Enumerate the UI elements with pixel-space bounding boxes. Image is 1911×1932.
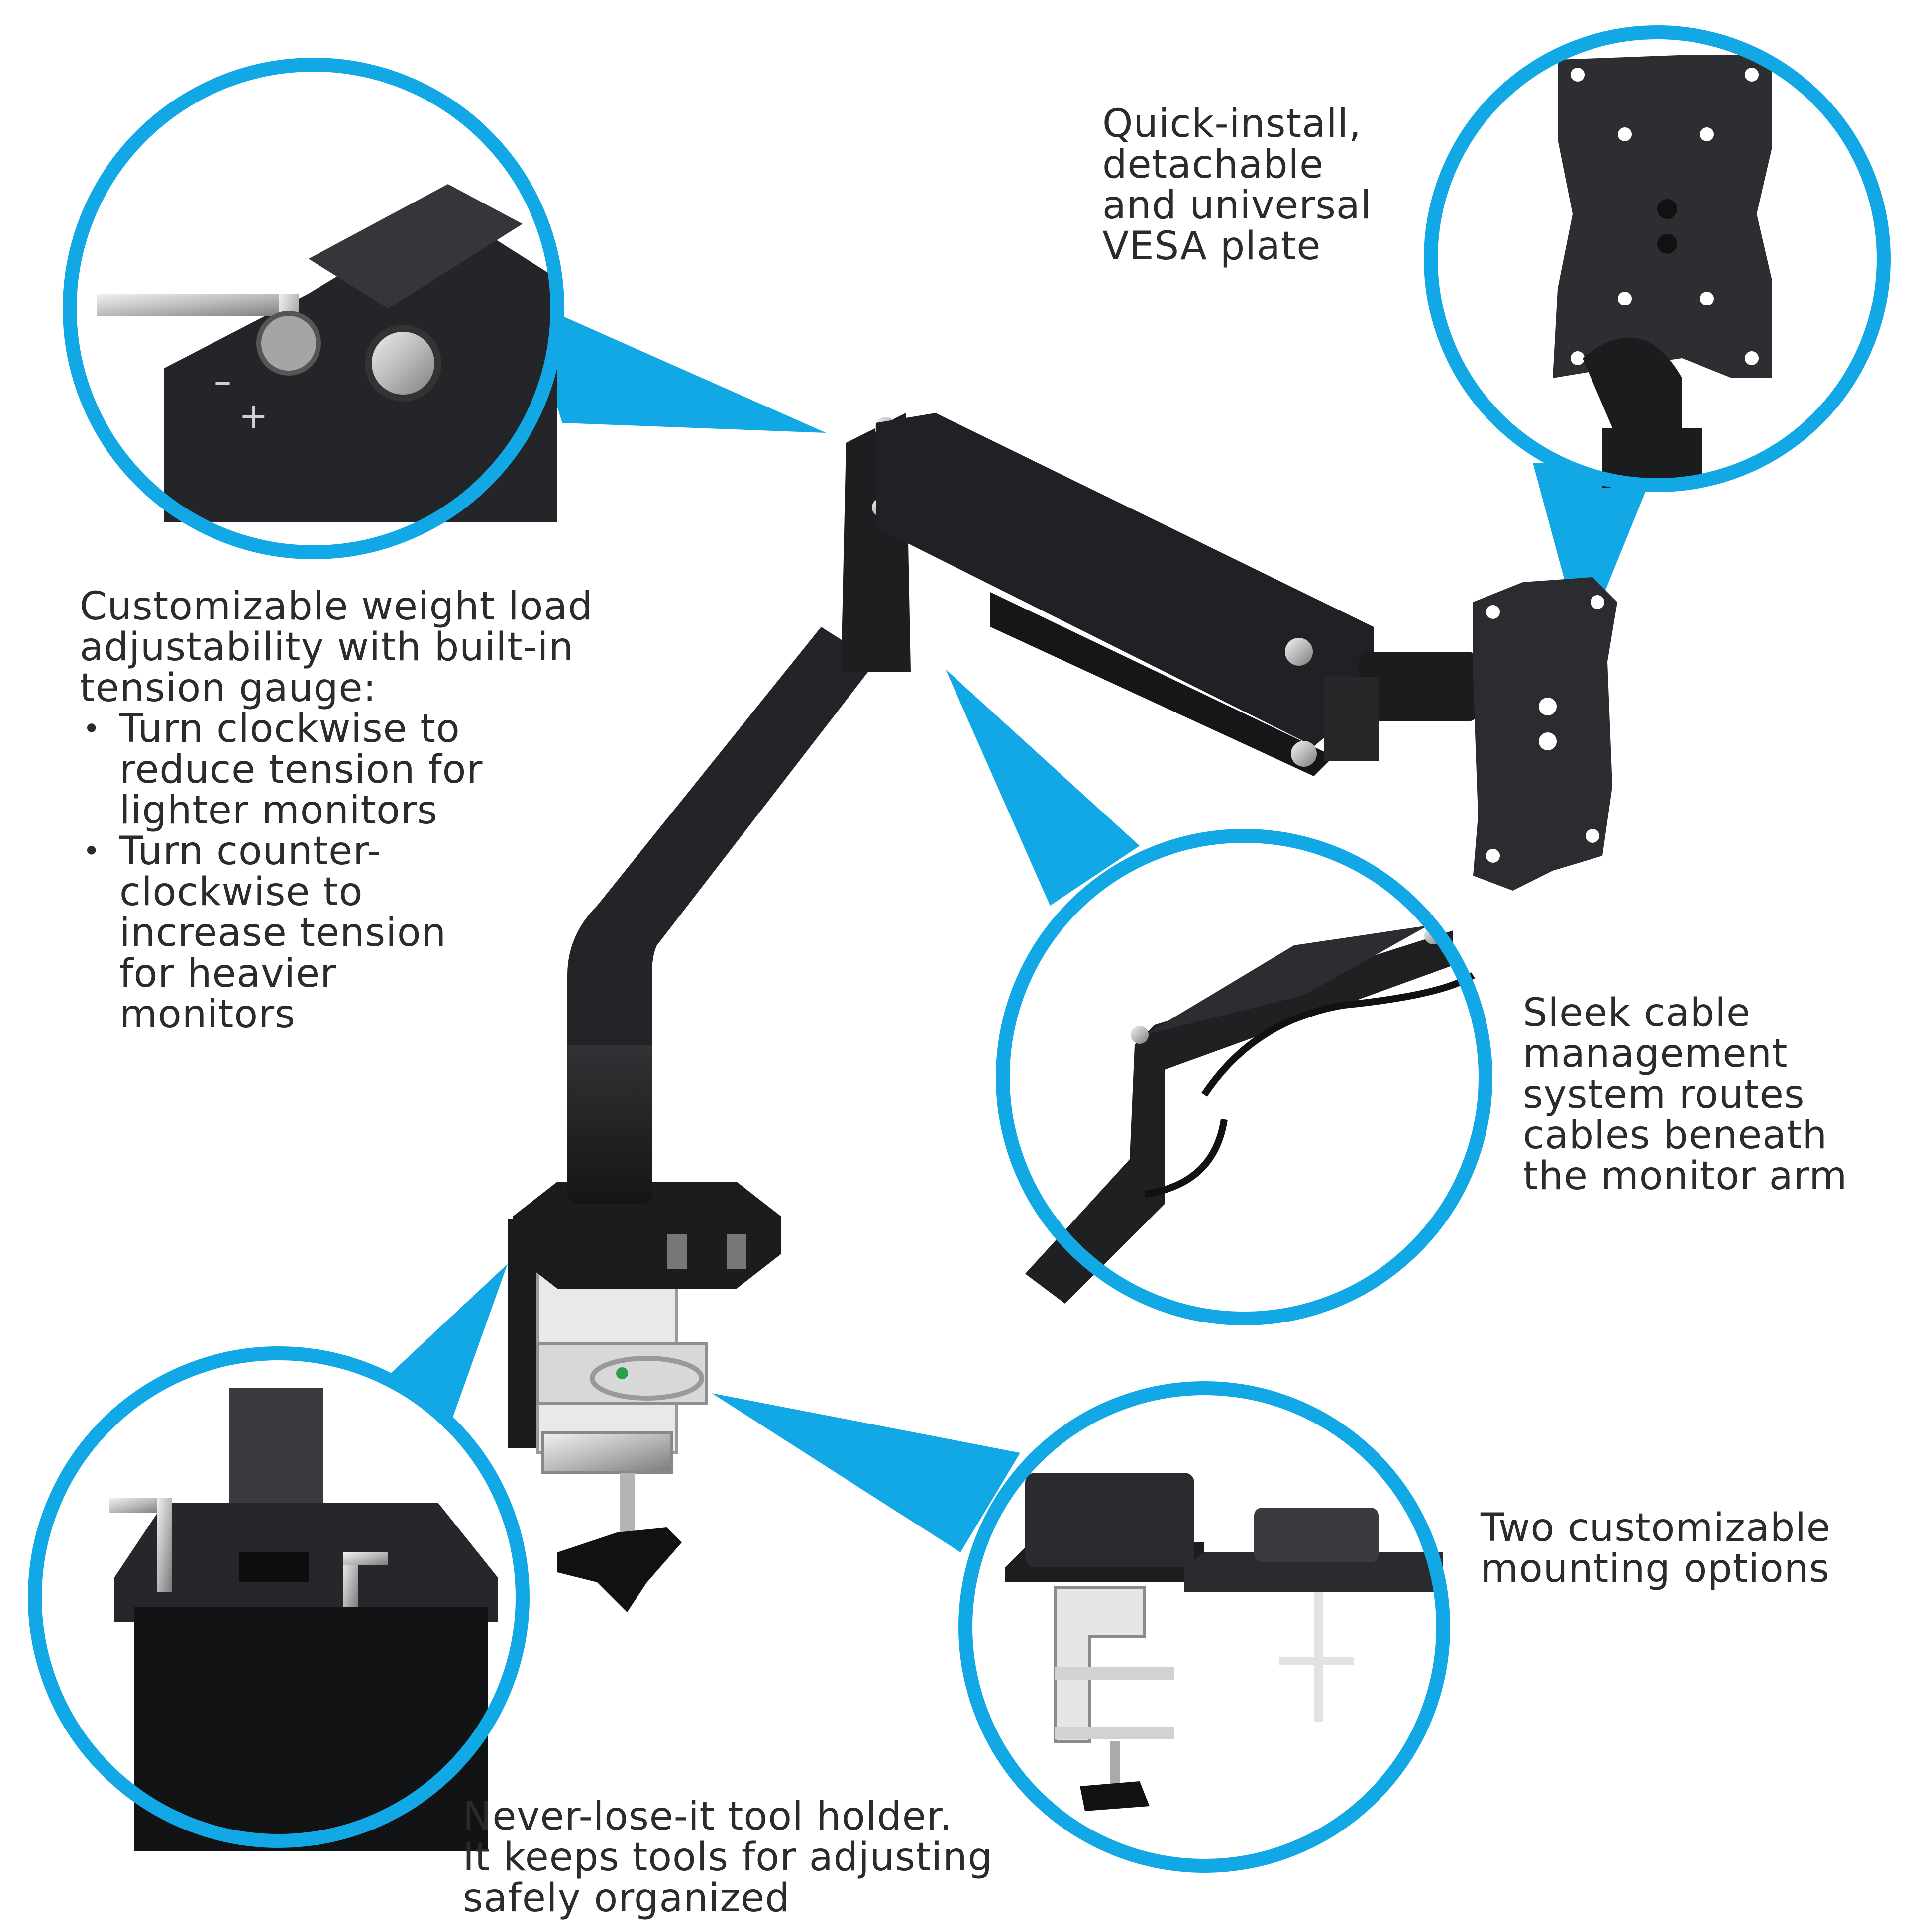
tool-holder-line: Never-lose-it tool holder. xyxy=(463,1794,953,1839)
mounting-options-line: Two customizable xyxy=(1481,1506,1831,1550)
tension-instruction-line: monitors xyxy=(119,992,296,1037)
tool-holder-line: safely organized xyxy=(463,1876,790,1921)
cable-management-line: cables beneath xyxy=(1523,1113,1828,1158)
pointer-vesa-plate xyxy=(1533,463,1657,647)
pointer-cable-management xyxy=(946,669,1140,906)
tension-instruction-line: Turn counter- xyxy=(119,829,382,874)
detail-tool-holder xyxy=(28,1346,530,1851)
tension-instruction-line: lighter monitors xyxy=(119,788,438,833)
bullet-dot-icon: • xyxy=(83,712,101,746)
tension-minus-mark: – xyxy=(214,361,231,402)
vesa-plate-line: Quick-install, xyxy=(1102,102,1362,146)
tool-holder-line: It keeps tools for adjusting xyxy=(463,1835,993,1880)
tension-instruction-line: increase tension xyxy=(119,911,447,955)
detail-tension-knob: – + xyxy=(63,58,564,559)
detail-vesa-plate xyxy=(1424,25,1891,492)
tool-holder-caption: Never-lose-it tool holder.It keeps tools… xyxy=(463,1796,993,1919)
monitor-arm xyxy=(508,413,1617,1612)
weight-load-line: Customizable weight load xyxy=(80,584,593,629)
cable-management-line: Sleek cable xyxy=(1523,991,1751,1035)
tension-instruction-line: Turn clockwise to xyxy=(119,707,460,751)
cable-management-line: the monitor arm xyxy=(1523,1154,1848,1199)
arm-base xyxy=(513,1182,781,1289)
bullet-dot-icon: • xyxy=(83,834,101,869)
tension-instruction-line: clockwise to xyxy=(119,870,363,915)
tension-plus-mark: + xyxy=(239,396,268,436)
mounting-options-line: mounting options xyxy=(1481,1546,1830,1591)
tension-instruction-line: reduce tension for xyxy=(119,747,483,792)
upper-arm xyxy=(876,413,1374,746)
vesa-plate-line: VESA plate xyxy=(1102,224,1321,269)
pointer-tension-knob xyxy=(523,299,826,433)
vesa-plate-line: and universal xyxy=(1102,183,1372,228)
weight-load-line: tension gauge: xyxy=(80,666,377,711)
detail-mounting-options xyxy=(958,1381,1450,1873)
weight-load-line: adjustability with built-in xyxy=(80,625,574,670)
cable-management-line: management xyxy=(1523,1031,1788,1076)
pointer-mounting-options xyxy=(712,1393,1020,1552)
cable-management-line: system routes xyxy=(1523,1072,1805,1117)
arm-post xyxy=(567,995,652,1204)
vesa-plate-line: detachable xyxy=(1102,142,1324,187)
tension-instruction-line: for heavier xyxy=(119,951,337,996)
lower-arm xyxy=(567,627,876,1045)
detail-cable-management xyxy=(996,829,1492,1325)
